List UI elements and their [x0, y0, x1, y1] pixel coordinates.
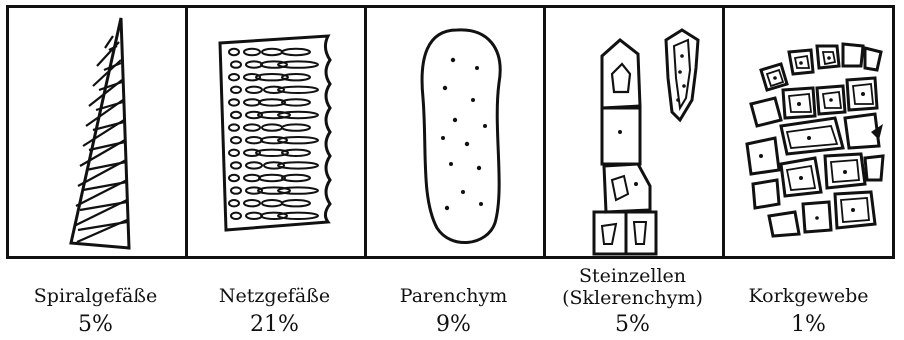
reticulate-vessel-drawing	[188, 8, 364, 256]
reticulate-pit	[231, 162, 241, 168]
reticulate-pit	[246, 213, 262, 219]
reticulate-pit	[282, 175, 310, 181]
parenchyma-panel	[367, 8, 543, 256]
reticulate-pit	[246, 137, 262, 143]
reticulate-pit	[229, 175, 239, 181]
reticulate-pit	[246, 61, 262, 67]
percent-netz: 21%	[185, 312, 364, 337]
reticulate-pit	[278, 213, 318, 219]
reticulate-pit	[244, 124, 260, 130]
reticulate-pit	[282, 99, 310, 105]
reticulate-pit	[246, 87, 262, 93]
reticulate-pit	[229, 150, 239, 156]
reticulate-pit	[229, 74, 239, 80]
caption-kork: Korkgewebe	[722, 286, 895, 307]
reticulate-pit	[231, 213, 241, 219]
reticulate-pit	[231, 61, 241, 67]
cork-drawing	[725, 8, 892, 256]
reticulate-pit	[282, 74, 310, 80]
sclerenchyma-drawing	[546, 8, 722, 256]
reticulate-pit	[229, 49, 239, 55]
caption-stein-line1: Steinzellen	[543, 266, 722, 287]
caption-parenchym: Parenchym	[364, 286, 543, 307]
reticulate-pit	[231, 112, 241, 118]
reticulate-pit	[231, 187, 241, 193]
reticulate-pit	[282, 124, 310, 130]
panel-frame	[6, 5, 895, 259]
reticulate-pit	[278, 112, 318, 118]
reticulate-pit	[282, 200, 310, 206]
reticulate-pit	[244, 175, 260, 181]
spiral-vessel-drawing	[9, 8, 185, 256]
reticulate-pit	[282, 49, 310, 55]
parenchyma-drawing	[367, 8, 543, 256]
percent-spiral: 5%	[6, 312, 185, 337]
reticulate-vessel-panel	[188, 8, 364, 256]
reticulate-pit	[244, 200, 260, 206]
reticulate-pit	[282, 150, 310, 156]
sclerenchyma-panel	[546, 8, 722, 256]
reticulate-pit	[244, 49, 260, 55]
reticulate-pit	[262, 200, 282, 206]
reticulate-pit	[246, 162, 262, 168]
percent-kork: 1%	[722, 312, 895, 337]
reticulate-pit	[229, 124, 239, 130]
caption-spiral: Spiralgefäße	[6, 286, 185, 307]
percent-parenchym: 9%	[364, 312, 543, 337]
reticulate-pit	[262, 124, 282, 130]
reticulate-pit	[231, 87, 241, 93]
reticulate-pit	[231, 137, 241, 143]
reticulate-pit	[278, 137, 318, 143]
caption-netz: Netzgefäße	[185, 286, 364, 307]
caption-stein-line2: (Sklerenchym)	[543, 288, 722, 309]
reticulate-pit	[278, 61, 318, 67]
percent-stein: 5%	[543, 312, 722, 337]
reticulate-pit	[229, 99, 239, 105]
reticulate-pit	[229, 200, 239, 206]
spiral-vessel-panel	[9, 8, 185, 256]
cork-panel	[725, 8, 892, 256]
reticulate-pit	[278, 187, 318, 193]
reticulate-pit	[244, 99, 260, 105]
reticulate-pit	[262, 49, 282, 55]
